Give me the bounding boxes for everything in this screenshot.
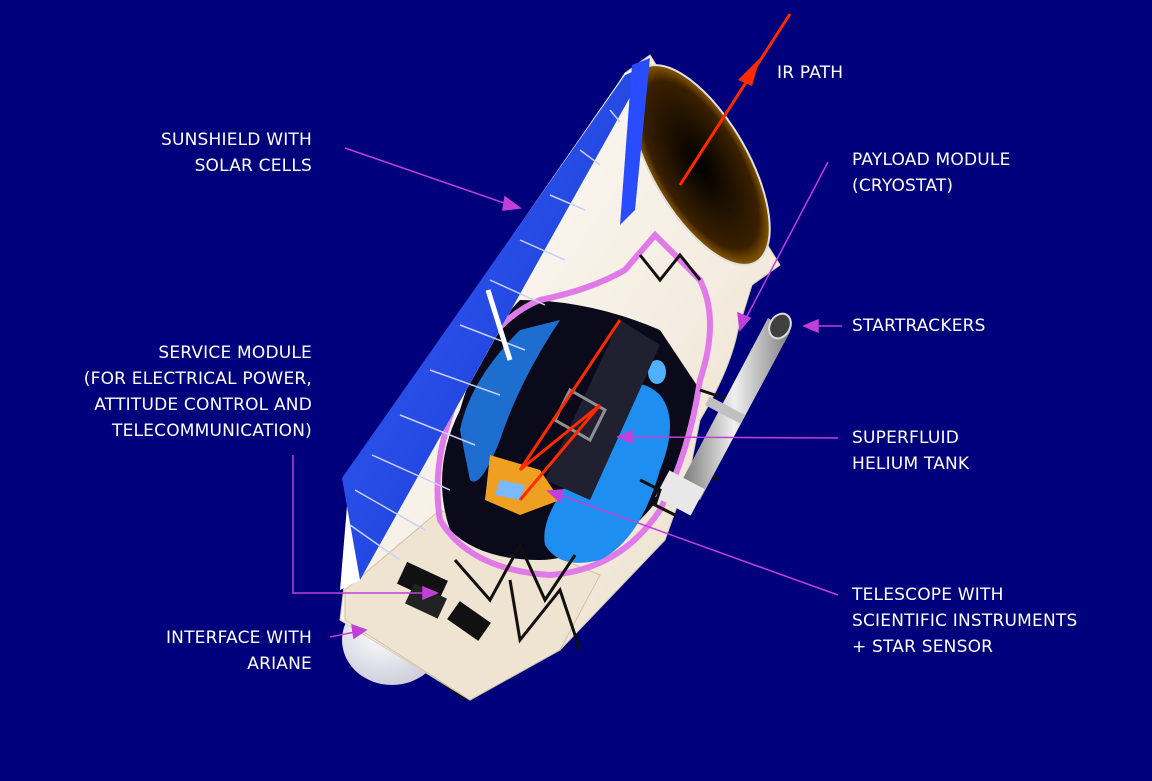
label-helium-tank: SUPERFLUID HELIUM TANK: [852, 428, 970, 474]
support-struts: [453, 252, 731, 651]
instrument-detail: [495, 480, 525, 500]
label-service-module: SERVICE MODULE (FOR ELECTRICAL POWER, AT…: [83, 343, 312, 441]
label-payload-module: PAYLOAD MODULE (CRYOSTAT): [852, 150, 1011, 196]
helium-tank-left: [460, 320, 560, 482]
label-ariane-interface: INTERFACE WITH ARIANE: [165, 628, 312, 674]
internal-ir-path: [518, 319, 622, 501]
helium-tank-top: [648, 360, 666, 384]
label-startrackers: STARTRACKERS: [852, 316, 986, 336]
sunshield-solar-panel: [340, 58, 650, 590]
helium-tank: [544, 383, 670, 563]
label-sunshield: SUNSHIELD WITH SOLAR CELLS: [160, 130, 312, 176]
startracker-tube: [639, 312, 792, 517]
ir-path-arrow: [678, 13, 792, 186]
cryostat-outline: [434, 230, 713, 579]
label-ir-path: IR PATH: [777, 63, 844, 83]
label-telescope: TELESCOPE WITH SCIENTIFIC INSTRUMENTS + …: [852, 585, 1078, 657]
leader-lines: [292, 147, 842, 640]
